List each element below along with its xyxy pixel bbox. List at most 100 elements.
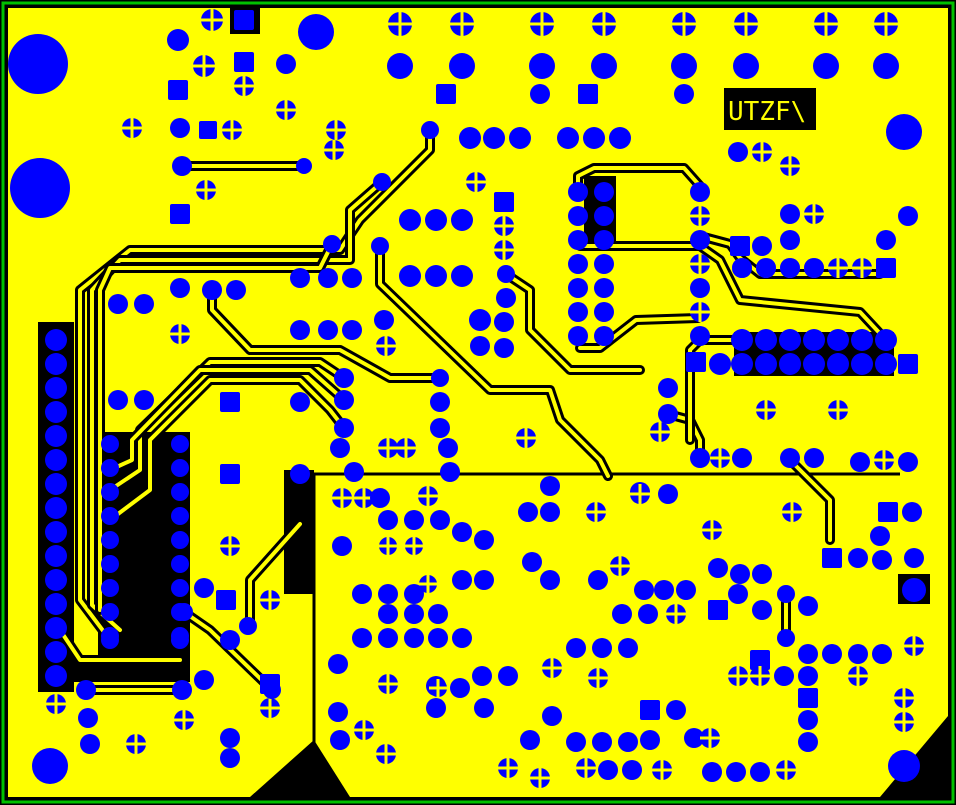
thermal-relief-pad — [710, 448, 730, 468]
silk-label-background — [724, 88, 816, 130]
circle-pad — [431, 369, 449, 387]
circle-pad — [171, 435, 189, 453]
trace — [108, 378, 346, 522]
circle-pad — [594, 206, 614, 226]
circle-pad — [470, 336, 490, 356]
circle-pad — [450, 678, 470, 698]
thermal-relief-pad — [193, 55, 215, 77]
circle-pad — [387, 53, 413, 79]
thermal-relief-pad — [376, 744, 396, 764]
square-pad — [640, 700, 660, 720]
circle-pad — [568, 182, 588, 202]
square-pad — [199, 121, 217, 139]
thermal-relief-pad — [894, 688, 914, 708]
circle-pad — [774, 666, 794, 686]
thermal-relief-pad — [804, 204, 824, 224]
thermal-relief-pad — [260, 698, 280, 718]
thermal-relief-pad — [734, 12, 758, 36]
circle-pad — [452, 628, 472, 648]
circle-pad — [170, 118, 190, 138]
circle-pad — [594, 302, 614, 322]
thermal-relief-pad — [756, 400, 776, 420]
circle-pad — [370, 488, 390, 508]
circle-pad — [568, 254, 588, 274]
thermal-relief-pad — [690, 206, 710, 226]
thermal-relief-pad — [588, 668, 608, 688]
circle-pad — [220, 728, 240, 748]
circle-pad — [848, 644, 868, 664]
circle-pad — [421, 121, 439, 139]
thermal-relief-pad — [494, 240, 514, 260]
circle-pad — [171, 555, 189, 573]
circle-pad — [45, 449, 67, 471]
thermal-relief-pad — [419, 575, 437, 593]
circle-pad — [172, 156, 192, 176]
circle-pad — [101, 603, 119, 621]
thermal-relief-pad — [170, 324, 190, 344]
circle-pad — [540, 476, 560, 496]
circle-pad — [813, 53, 839, 79]
square-pad — [494, 192, 514, 212]
circle-pad — [850, 452, 870, 472]
circle-pad — [101, 579, 119, 597]
circle-pad — [592, 732, 612, 752]
circle-pad — [674, 84, 694, 104]
thermal-relief-pad — [702, 520, 722, 540]
circle-pad — [798, 710, 818, 730]
trace — [378, 244, 610, 478]
square-pad — [686, 352, 706, 372]
circle-pad — [690, 448, 710, 468]
thermal-relief-pad — [592, 12, 616, 36]
circle-pad — [851, 353, 873, 375]
thermal-relief-pad — [828, 400, 848, 420]
thermal-relief-pad — [220, 536, 240, 556]
thermal-relief-pad — [494, 216, 514, 236]
circle-pad — [8, 34, 68, 94]
circle-pad — [779, 353, 801, 375]
thermal-relief-pad — [201, 9, 223, 31]
square-pad — [750, 650, 770, 670]
thermal-relief-pad — [530, 12, 554, 36]
circle-pad — [731, 353, 753, 375]
circle-pad — [374, 310, 394, 330]
thermal-relief-pad — [576, 758, 596, 778]
circle-pad — [557, 127, 579, 149]
thermal-relief-pad — [666, 604, 686, 624]
thermal-relief-pad — [672, 12, 696, 36]
thermal-relief-pad — [814, 12, 838, 36]
circle-pad — [45, 353, 67, 375]
circle-pad — [876, 230, 896, 250]
thermal-relief-pad — [650, 422, 670, 442]
thermal-relief-pad — [174, 710, 194, 730]
thermal-relief-pad — [690, 302, 710, 322]
circle-pad — [726, 762, 746, 782]
circle-pad — [378, 604, 398, 624]
circle-pad — [45, 593, 67, 615]
cutout-ic-bottom — [74, 660, 190, 682]
circle-pad — [594, 326, 614, 346]
circle-pad — [872, 550, 892, 570]
circle-pad — [709, 353, 731, 375]
circle-pad — [318, 268, 338, 288]
circle-pad — [220, 630, 240, 650]
circle-pad — [822, 644, 842, 664]
circle-pad — [494, 338, 514, 358]
circle-pad — [101, 631, 119, 649]
circle-pad — [202, 280, 222, 300]
circle-pad — [171, 531, 189, 549]
circle-pad — [474, 698, 494, 718]
trace — [248, 522, 302, 628]
thermal-relief-pad — [376, 336, 396, 356]
circle-pad — [352, 628, 372, 648]
circle-pad — [690, 326, 710, 346]
thermal-relief-pad — [700, 728, 720, 748]
circle-pad — [886, 114, 922, 150]
circle-pad — [756, 258, 776, 278]
circle-pad — [171, 579, 189, 597]
circle-pad — [78, 708, 98, 728]
circle-pad — [798, 666, 818, 686]
circle-pad — [497, 265, 515, 283]
thermal-relief-pad — [848, 666, 868, 686]
thermal-relief-pad — [652, 760, 672, 780]
